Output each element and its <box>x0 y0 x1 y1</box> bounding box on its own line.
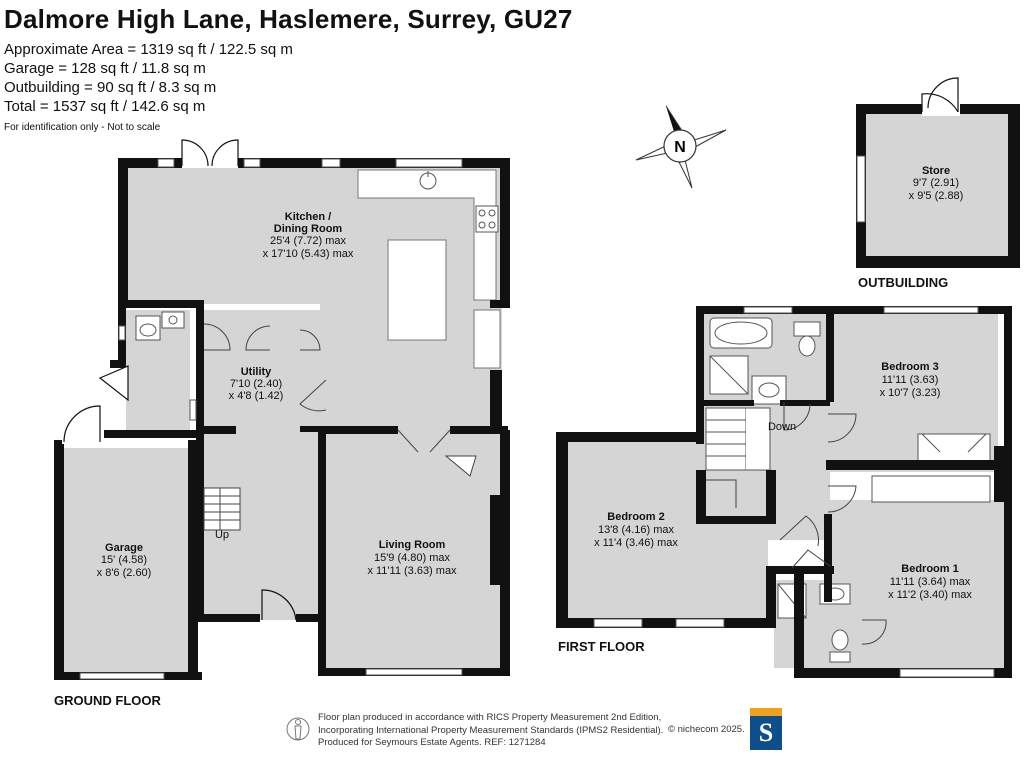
garage-door <box>62 405 101 444</box>
room-labels: Kitchen / Dining Room 25'4 (7.72) max x … <box>54 165 972 708</box>
living-room-dim-1: 15'9 (4.80) max <box>374 552 451 564</box>
utility-name: Utility <box>241 366 272 378</box>
stairs-down <box>705 407 771 471</box>
bedroom-1-name: Bedroom 1 <box>901 563 958 575</box>
kitchen-worktop <box>357 169 497 301</box>
stairs-down-label: Down <box>768 421 796 433</box>
french-doors <box>181 139 239 168</box>
area-garage: Garage = 128 sq ft / 11.8 sq m <box>4 60 206 77</box>
area-approximate: Approximate Area = 1319 sq ft / 122.5 sq… <box>4 41 293 58</box>
kitchen-name: Kitchen / <box>285 211 331 223</box>
seymours-logo: S <box>750 708 782 750</box>
footer-line-1: Floor plan produced in accordance with R… <box>318 712 662 723</box>
bedroom-3-name: Bedroom 3 <box>881 361 938 373</box>
compass-label: N <box>674 139 686 156</box>
store-door <box>921 93 959 113</box>
logo-accent-bar <box>750 708 782 716</box>
disclaimer: For identification only - Not to scale <box>4 122 161 133</box>
internal-doors <box>203 323 477 477</box>
outbuilding-plan <box>856 77 1020 268</box>
side-door <box>98 365 129 402</box>
ground-windows <box>79 158 463 680</box>
store-window <box>856 155 866 223</box>
kitchen-dim-1: 25'4 (7.72) max <box>270 235 347 247</box>
front-door <box>261 589 297 621</box>
kitchen-unit <box>473 309 501 369</box>
garage-dim-2: x 8'6 (2.60) <box>97 567 152 579</box>
kitchen-island <box>387 239 447 341</box>
footer-text: Floor plan produced in accordance with R… <box>318 712 663 750</box>
logo-letter: S <box>758 718 774 747</box>
bedroom-2-name: Bedroom 2 <box>607 511 664 523</box>
utility-dim-1: 7'10 (2.40) <box>230 378 282 390</box>
bedroom-3-dim-1: 11'11 (3.63) <box>882 374 939 386</box>
store-dim-1: 9'7 (2.91) <box>913 177 959 189</box>
bedroom-1-dim-2: x 11'2 (3.40) max <box>888 589 972 601</box>
stairs-up-label: Up <box>215 529 229 541</box>
store-door-gap <box>922 102 960 116</box>
outbuilding-label: OUTBUILDING <box>858 275 948 290</box>
hob-icon <box>475 205 499 233</box>
bedroom-2-dim-2: x 11'4 (3.46) max <box>594 537 678 549</box>
store-name: Store <box>922 165 950 177</box>
page-title: Dalmore High Lane, Haslemere, Surrey, GU… <box>4 4 573 34</box>
first-floor-windows <box>593 306 995 678</box>
bedroom-3-dim-2: x 10'7 (3.23) <box>880 387 941 399</box>
bathroom-fixtures <box>709 321 821 405</box>
stairs-up <box>203 487 241 531</box>
north-compass-icon: N <box>635 105 727 189</box>
garage-name: Garage <box>105 542 143 554</box>
wc-fixtures <box>135 311 185 341</box>
kitchen-dim-2: x 17'10 (5.43) max <box>263 248 354 260</box>
living-room-name: Living Room <box>379 539 446 551</box>
ground-floor-plan <box>54 139 510 680</box>
bedroom-2-dim-1: 13'8 (4.16) max <box>598 524 675 536</box>
sink-icon <box>419 171 437 190</box>
utility-floor <box>200 310 320 436</box>
copyright: © nichecom 2025. <box>668 724 745 735</box>
footer-line-3: Produced for Seymours Estate Agents. REF… <box>318 737 546 748</box>
first-floor-plan <box>556 306 1012 678</box>
store-floor <box>866 114 1008 258</box>
utility-dim-2: x 4'8 (1.42) <box>229 390 284 402</box>
first-floor-doors <box>706 402 887 645</box>
person-icon <box>286 717 310 741</box>
first-floor-label: FIRST FLOOR <box>558 639 645 654</box>
bedroom-1-dim-1: 11'11 (3.64) max <box>890 576 971 588</box>
kitchen-name-2: Dining Room <box>274 223 343 235</box>
area-outbuilding: Outbuilding = 90 sq ft / 8.3 sq m <box>4 79 217 96</box>
area-total: Total = 1537 sq ft / 142.6 sq m <box>4 98 206 115</box>
footer-line-2: Incorporating International Property Mea… <box>318 724 664 736</box>
garage-floor <box>62 448 188 674</box>
store-dim-2: x 9'5 (2.88) <box>909 190 964 202</box>
ground-floor-label: GROUND FLOOR <box>54 693 161 708</box>
garage-dim-1: 15' (4.58) <box>101 554 147 566</box>
bath-icon <box>709 317 773 349</box>
living-room-dim-2: x 11'11 (3.63) max <box>367 565 457 577</box>
